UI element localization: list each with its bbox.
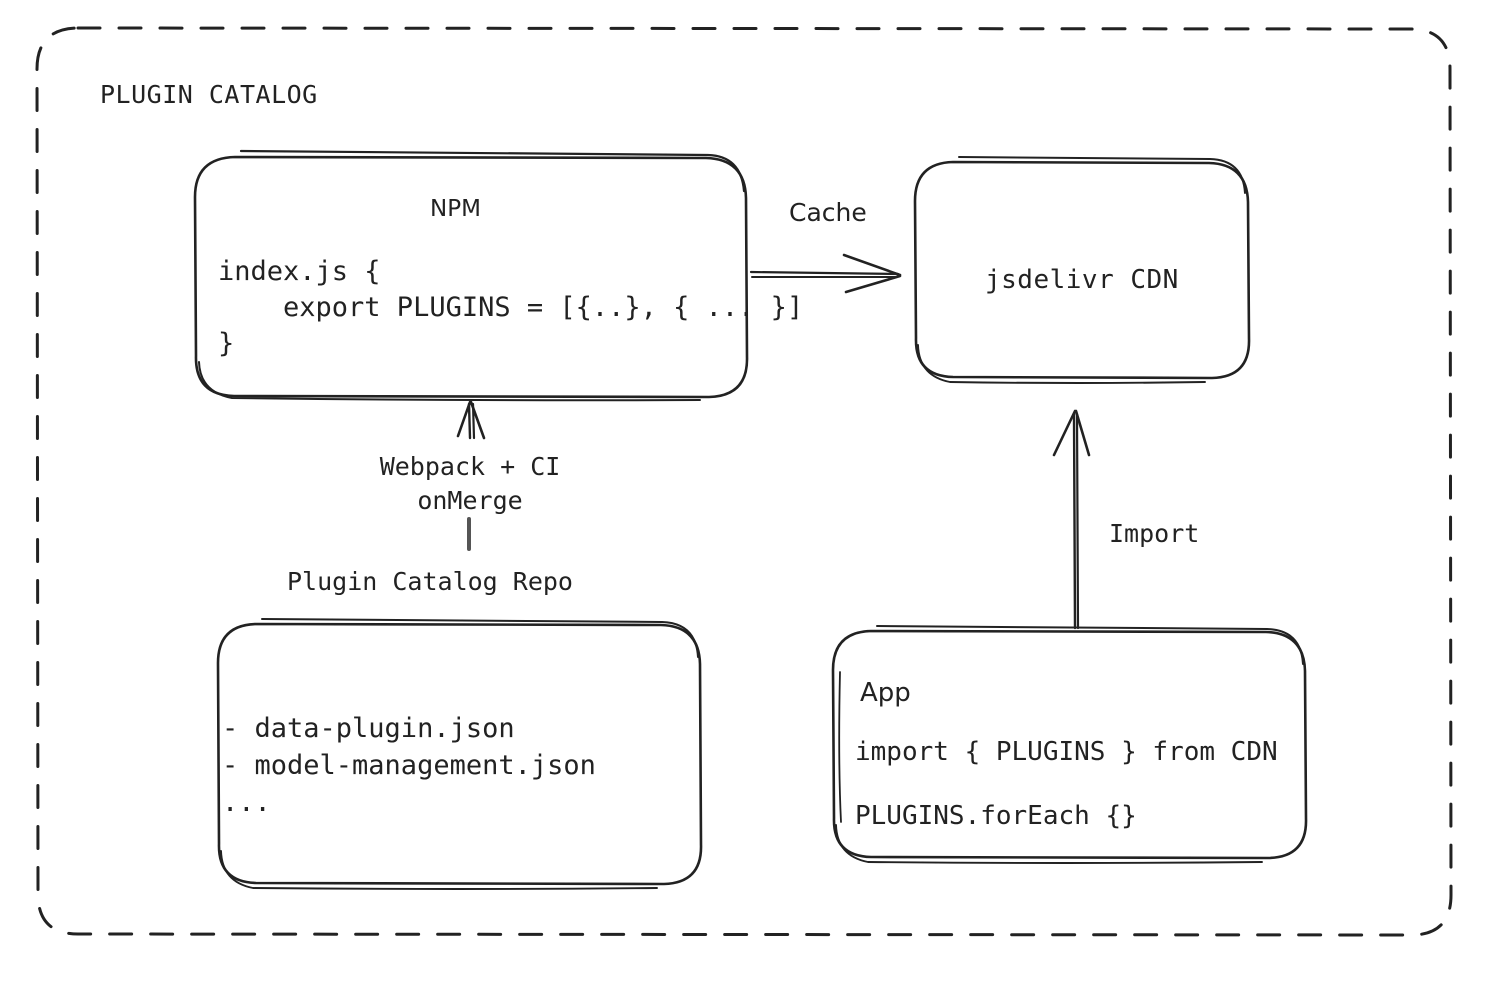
cdn-node-title: jsdelivr CDN [985,265,1179,295]
app-node-import-line: import { PLUGINS } from CDN [855,737,1278,767]
repo-box-shape [216,618,703,890]
app-node-title: App [860,678,911,708]
import-arrow [1052,409,1091,630]
npm-node-code: index.js { export PLUGINS = [{..}, { ...… [218,256,804,359]
npm-box-shape [193,149,749,402]
group-title: PLUGIN CATALOG [100,80,318,109]
import-edge-label: Import [1109,519,1200,548]
build-edge-label: Webpack + CI onMerge [379,452,561,515]
cdn-box-shape [913,156,1251,384]
app-node-foreach-line: PLUGINS.forEach {} [855,801,1137,831]
group-container-border [35,26,1453,937]
repo-node-caption: Plugin Catalog Repo [287,567,573,596]
app-box-shape [831,625,1308,864]
build-arrow [456,400,486,551]
cache-arrow [749,253,902,294]
npm-node-title: NPM [430,196,481,222]
repo-node-files: - data-plugin.json - model-management.js… [222,713,596,818]
cache-edge-label: Cache [789,198,867,227]
